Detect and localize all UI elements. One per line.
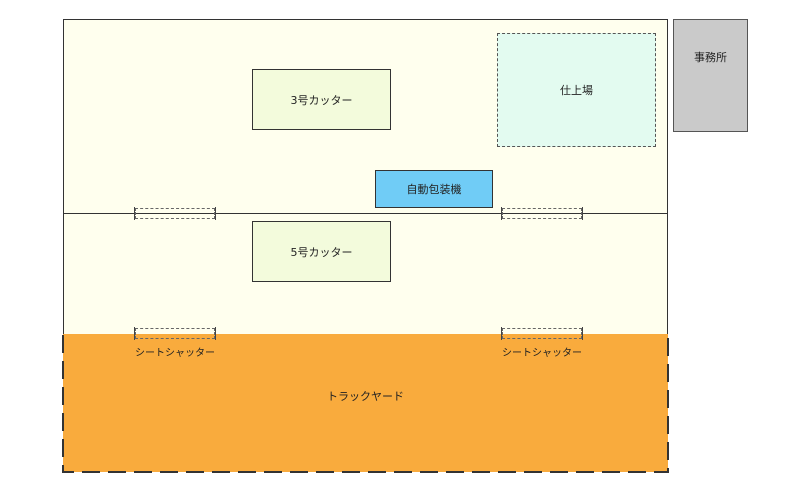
sheet-shutter-left-label: シートシャッター [135,348,215,359]
cutter-3-area[interactable]: 3号カッター [252,69,391,130]
auto-packing-machine-label: 自動包装機 [406,183,462,196]
sheet-shutter-inner-right [501,207,583,220]
cutter-5-label: 5号カッター [290,245,353,259]
auto-packing-machine[interactable]: 自動包装機 [375,170,493,208]
cutter-5-area[interactable]: 5号カッター [252,221,391,282]
sheet-shutter-yard-right [501,327,583,340]
finishing-label: 仕上場 [560,84,593,97]
truck-yard-label: トラックヤード [327,390,404,403]
sheet-shutter-yard-left [134,327,216,340]
cutter-3-label: 3号カッター [290,93,353,107]
sheet-shutter-inner-left [134,207,216,220]
sheet-shutter-right-label: シートシャッター [502,348,582,359]
finishing-area[interactable]: 仕上場 [497,33,656,147]
floor-divider-line [63,213,668,214]
office-building[interactable]: 事務所 [673,19,748,132]
office-label: 事務所 [694,50,727,64]
